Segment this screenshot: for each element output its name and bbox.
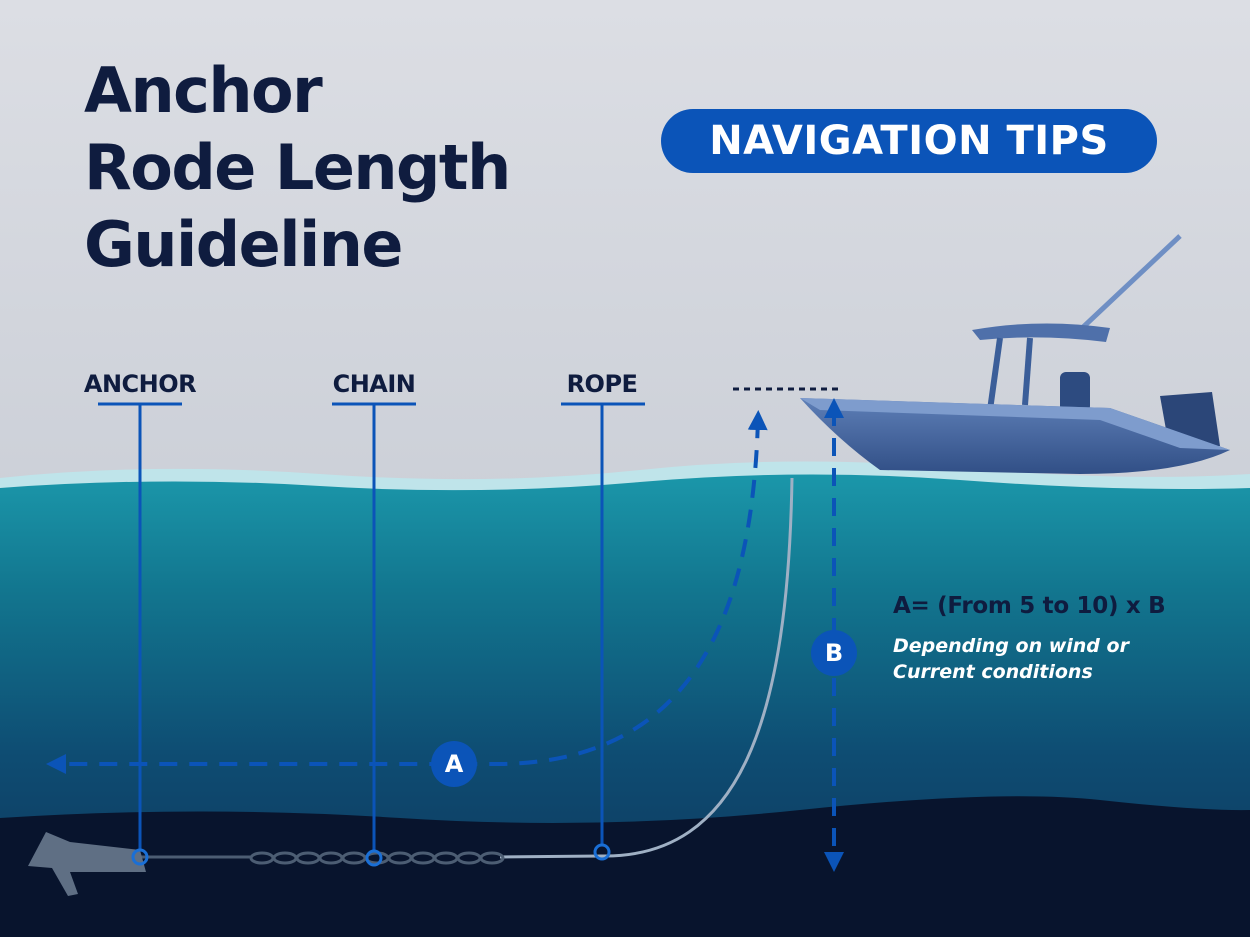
conditions-note: Depending on wind or Current conditions: [893, 633, 1129, 685]
title-line-1: Anchor: [84, 54, 323, 127]
distance-a-line: [46, 410, 768, 774]
label-anchor: ANCHOR: [83, 370, 197, 398]
formula-text: A= (From 5 to 10) x B: [893, 593, 1166, 619]
marker-b: B: [811, 630, 857, 676]
leader-nodes: [131, 843, 611, 867]
note-line-2: Current conditions: [893, 661, 1093, 683]
label-rope: ROPE: [566, 370, 638, 398]
marker-a: A: [431, 741, 477, 787]
title-line-2: Rode Length: [84, 131, 511, 204]
chain: [140, 851, 505, 865]
label-chain: CHAIN: [332, 370, 416, 398]
boat: [800, 234, 1230, 474]
page-title: Anchor Rode Length Guideline: [84, 52, 511, 283]
title-line-3: Guideline: [84, 208, 403, 281]
navigation-tips-badge: NAVIGATION TIPS: [661, 109, 1157, 173]
seabed: [0, 796, 1250, 937]
anchor-icon: [28, 832, 146, 896]
note-line-1: Depending on wind or: [893, 635, 1129, 657]
